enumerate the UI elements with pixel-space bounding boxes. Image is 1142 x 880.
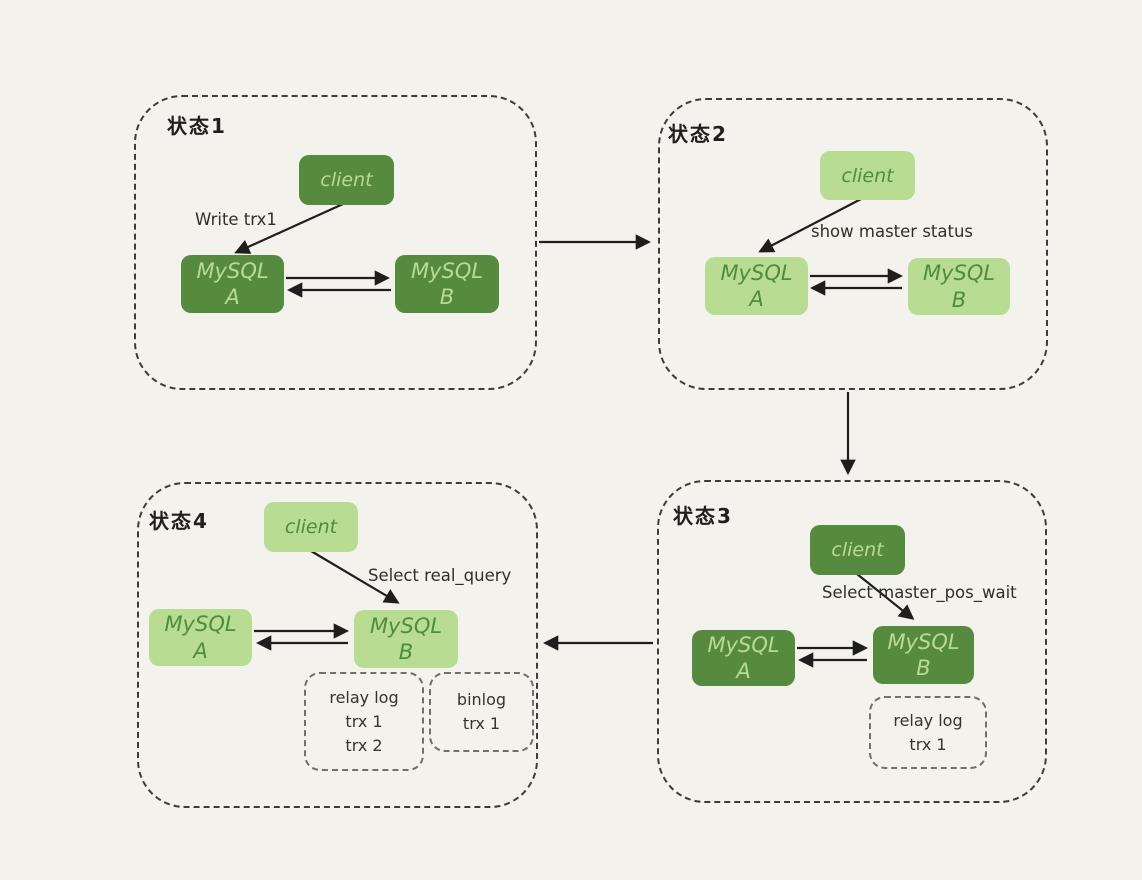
state3-mysql-b-name: MySQL xyxy=(887,629,960,654)
state1-mysql-b-suffix: B xyxy=(439,285,455,309)
state2-mysql-b-node: MySQL B xyxy=(908,258,1010,315)
state1-client-label: client xyxy=(320,169,373,191)
state4-client-node: client xyxy=(264,502,358,552)
state3-client-label: client xyxy=(831,539,884,561)
state1-title: 状态1 xyxy=(167,114,227,138)
state4-relay-log-entry1: trx 1 xyxy=(345,711,383,731)
state4-client-label: client xyxy=(284,516,338,538)
state1-mysql-b-name: MySQL xyxy=(410,258,484,283)
state2-mysql-b-name: MySQL xyxy=(922,261,996,286)
state3-mysql-b-node: MySQL B xyxy=(873,626,974,684)
state3-relay-log-title: relay log xyxy=(893,710,963,730)
state4-action-label: Select real_query xyxy=(368,566,512,585)
state2-title: 状态2 xyxy=(668,122,728,146)
state2-client-node: client xyxy=(820,151,915,200)
state2-action-label: show master status xyxy=(811,222,974,241)
state1-mysql-b-node: MySQL B xyxy=(395,255,499,313)
state1-mysql-a-node: MySQL A xyxy=(181,255,284,313)
state1-client-node: client xyxy=(299,155,394,205)
state3-mysql-a-node: MySQL A xyxy=(692,630,795,686)
state4-binlog-title: binlog xyxy=(456,690,507,709)
state4-mysql-b-suffix: B xyxy=(398,640,414,664)
state4-mysql-a-suffix: A xyxy=(193,638,208,663)
state3-mysql-b-suffix: B xyxy=(916,656,931,680)
state4-title: 状态4 xyxy=(149,509,209,533)
state1-mysql-a-suffix: A xyxy=(225,285,240,309)
state4-mysql-a-name: MySQL xyxy=(164,612,237,637)
state1-action-label: Write trx1 xyxy=(195,210,277,229)
state2-client-label: client xyxy=(841,164,894,187)
state3-mysql-a-name: MySQL xyxy=(707,632,780,657)
state4-mysql-a-node: MySQL A xyxy=(149,609,252,666)
state1-mysql-a-name: MySQL xyxy=(196,258,269,283)
state3-mysql-a-suffix: A xyxy=(736,659,751,683)
state3-relay-log-entry: trx 1 xyxy=(909,734,947,754)
state3-title: 状态3 xyxy=(673,504,733,528)
state4-relay-log-title: relay log xyxy=(329,687,399,707)
state2-panel: 状态2 client show master status MySQL A My… xyxy=(658,98,1048,390)
state4-relay-log-entry2: trx 2 xyxy=(345,735,383,755)
state4-mysql-b-name: MySQL xyxy=(369,613,443,638)
state2-mysql-a-suffix: A xyxy=(749,287,764,311)
state4-mysql-b-node: MySQL B xyxy=(354,610,458,668)
state3-action-label: Select master_pos_wait xyxy=(822,583,1017,602)
state2-mysql-a-node: MySQL A xyxy=(705,257,808,315)
state4-relay-log-box: relay log trx 1 trx 2 xyxy=(304,672,424,771)
state3-client-node: client xyxy=(810,525,905,575)
state2-mysql-b-suffix: B xyxy=(951,287,967,312)
state4-panel: 状态4 client Select real_query MySQL A MyS… xyxy=(137,482,538,808)
state1-panel: 状态1 client Write trx1 MySQL A MySQL B xyxy=(134,95,537,390)
state3-relay-log-box: relay log trx 1 xyxy=(869,696,987,769)
state4-binlog-box: binlog trx 1 xyxy=(429,672,534,752)
state4-binlog-entry1: trx 1 xyxy=(462,714,501,733)
state2-mysql-a-name: MySQL xyxy=(720,260,793,285)
state3-panel: 状态3 client Select master_pos_wait MySQL … xyxy=(657,480,1047,803)
